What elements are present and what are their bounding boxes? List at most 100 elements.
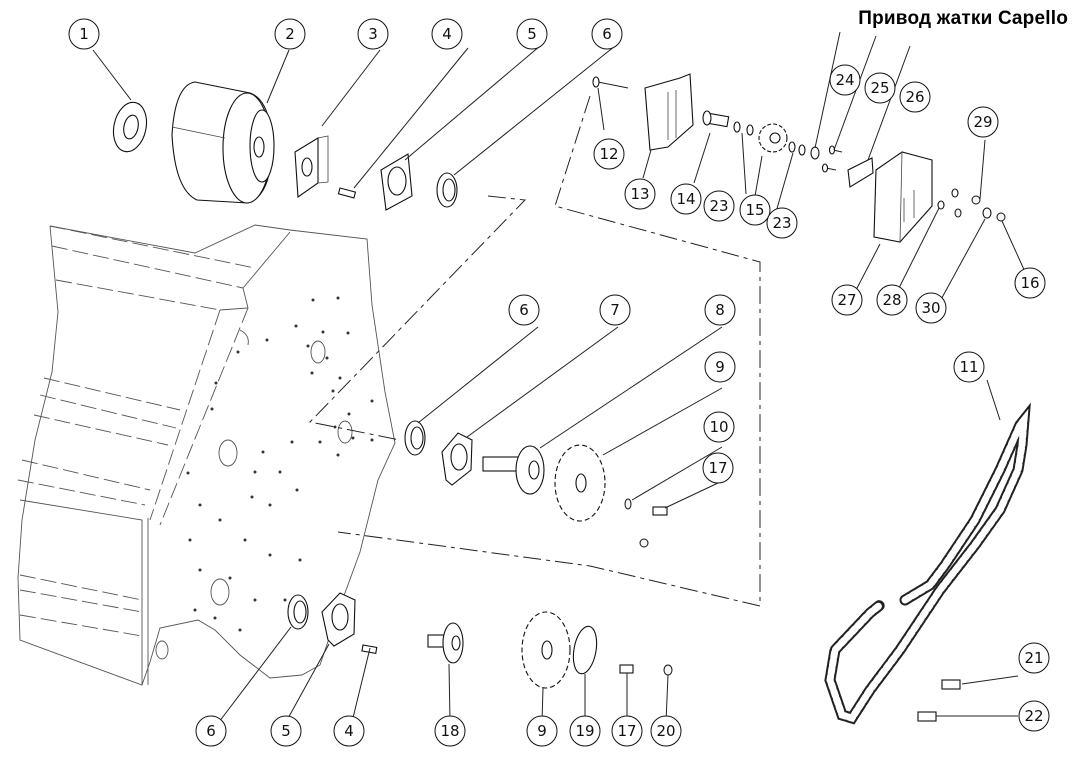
part-4-pin <box>337 187 357 199</box>
svg-text:15: 15 <box>745 201 764 219</box>
svg-text:10: 10 <box>709 418 728 436</box>
balloon-5-low: 5 <box>270 715 302 747</box>
balloon-13: 13 <box>624 178 656 210</box>
svg-text:30: 30 <box>921 299 940 317</box>
svg-text:1: 1 <box>79 25 89 43</box>
svg-text:23: 23 <box>709 197 728 215</box>
balloon-25: 25 <box>864 72 896 104</box>
part-8-hub-shaft <box>482 445 545 495</box>
balloon-29: 29 <box>967 106 999 138</box>
svg-text:14: 14 <box>676 190 695 208</box>
part-19-plate <box>572 625 598 675</box>
balloon-17: 17 <box>702 452 734 484</box>
balloon-11: 11 <box>953 351 985 383</box>
svg-text:3: 3 <box>368 25 378 43</box>
svg-text:7: 7 <box>610 301 620 319</box>
balloon-9-low: 9 <box>526 715 558 747</box>
svg-text:17: 17 <box>708 459 727 477</box>
part-14-axle <box>702 110 730 128</box>
balloon-22: 22 <box>1018 700 1050 732</box>
part-3-bracket <box>294 135 329 199</box>
part-13-tensioner-plate <box>644 73 694 151</box>
leader-lines <box>92 31 1027 723</box>
balloon-14: 14 <box>670 183 702 215</box>
svg-text:2: 2 <box>285 25 295 43</box>
svg-text:6: 6 <box>206 722 216 740</box>
svg-text:24: 24 <box>835 71 854 89</box>
svg-text:23: 23 <box>772 214 791 232</box>
part-17-bolt <box>652 506 668 516</box>
svg-text:8: 8 <box>715 301 725 319</box>
part-6-bearing-low <box>287 594 309 630</box>
svg-text:21: 21 <box>1024 649 1043 667</box>
drawing-title: Привод жатки Capello <box>858 8 1068 29</box>
svg-text:11: 11 <box>959 358 978 376</box>
part-22-offset-link <box>917 711 937 722</box>
part-6-bearing-mid <box>404 420 426 456</box>
part-25-screws <box>821 145 843 173</box>
svg-text:25: 25 <box>870 79 889 97</box>
part-1-flange-plate <box>112 101 148 153</box>
part-20-nut <box>663 664 673 676</box>
part-6-bearing <box>436 172 458 208</box>
balloon-16: 16 <box>1014 267 1046 299</box>
balloon-2: 2 <box>274 18 306 50</box>
part-21-connecting-link <box>941 679 961 690</box>
balloon-5: 5 <box>516 18 548 50</box>
part-9-sprocket <box>554 444 606 522</box>
balloon-6-mid: 6 <box>508 294 540 326</box>
part-27-guard-box <box>873 151 933 243</box>
balloon-19: 19 <box>569 715 601 747</box>
balloon-30: 30 <box>915 292 947 324</box>
balloon-3: 3 <box>357 18 389 50</box>
svg-text:13: 13 <box>630 185 649 203</box>
svg-text:12: 12 <box>599 145 618 163</box>
part-2-drum <box>171 81 275 204</box>
svg-text:16: 16 <box>1020 274 1039 292</box>
balloon-15: 15 <box>739 194 771 226</box>
part-17-bolt-low <box>619 664 634 674</box>
balloon-6: 6 <box>591 18 623 50</box>
part-11-chain <box>824 402 1031 725</box>
svg-text:28: 28 <box>882 291 901 309</box>
svg-text:17: 17 <box>617 722 636 740</box>
balloon-23-a: 23 <box>703 190 735 222</box>
svg-text:26: 26 <box>905 88 924 106</box>
balloon-18: 18 <box>434 715 466 747</box>
balloon-9: 9 <box>704 351 736 383</box>
part-7-bearing-housing <box>441 432 473 486</box>
balloon-4: 4 <box>431 18 463 50</box>
nut <box>639 538 649 548</box>
svg-text:27: 27 <box>837 291 856 309</box>
balloon-28: 28 <box>876 284 908 316</box>
centerlines <box>309 95 761 607</box>
header-frame <box>17 224 396 686</box>
part-24-spacer <box>810 146 820 160</box>
balloon-24: 24 <box>829 64 861 96</box>
svg-text:18: 18 <box>440 722 459 740</box>
balloon-12: 12 <box>593 138 625 170</box>
svg-text:19: 19 <box>575 722 594 740</box>
balloon-23-b: 23 <box>766 207 798 239</box>
part-26-small-plate <box>847 157 874 188</box>
part-18-hub <box>427 622 464 664</box>
part-5-bearing-housing-low <box>321 592 356 647</box>
svg-text:22: 22 <box>1024 707 1043 725</box>
part-15-idler-sprocket <box>758 123 788 153</box>
svg-text:5: 5 <box>527 25 537 43</box>
balloon-8: 8 <box>704 294 736 326</box>
balloon-20: 20 <box>650 715 682 747</box>
part-12-bolt <box>592 76 629 89</box>
svg-text:6: 6 <box>519 301 529 319</box>
svg-text:6: 6 <box>602 25 612 43</box>
part-23-washers <box>733 121 806 156</box>
balloon-4-low: 4 <box>333 715 365 747</box>
part-5-bearing-housing <box>380 153 413 211</box>
svg-text:29: 29 <box>973 113 992 131</box>
balloon-17-low: 17 <box>611 715 643 747</box>
balloon-6-low: 6 <box>195 715 227 747</box>
svg-text:9: 9 <box>537 722 547 740</box>
balloon-1: 1 <box>68 18 100 50</box>
svg-text:4: 4 <box>442 25 452 43</box>
